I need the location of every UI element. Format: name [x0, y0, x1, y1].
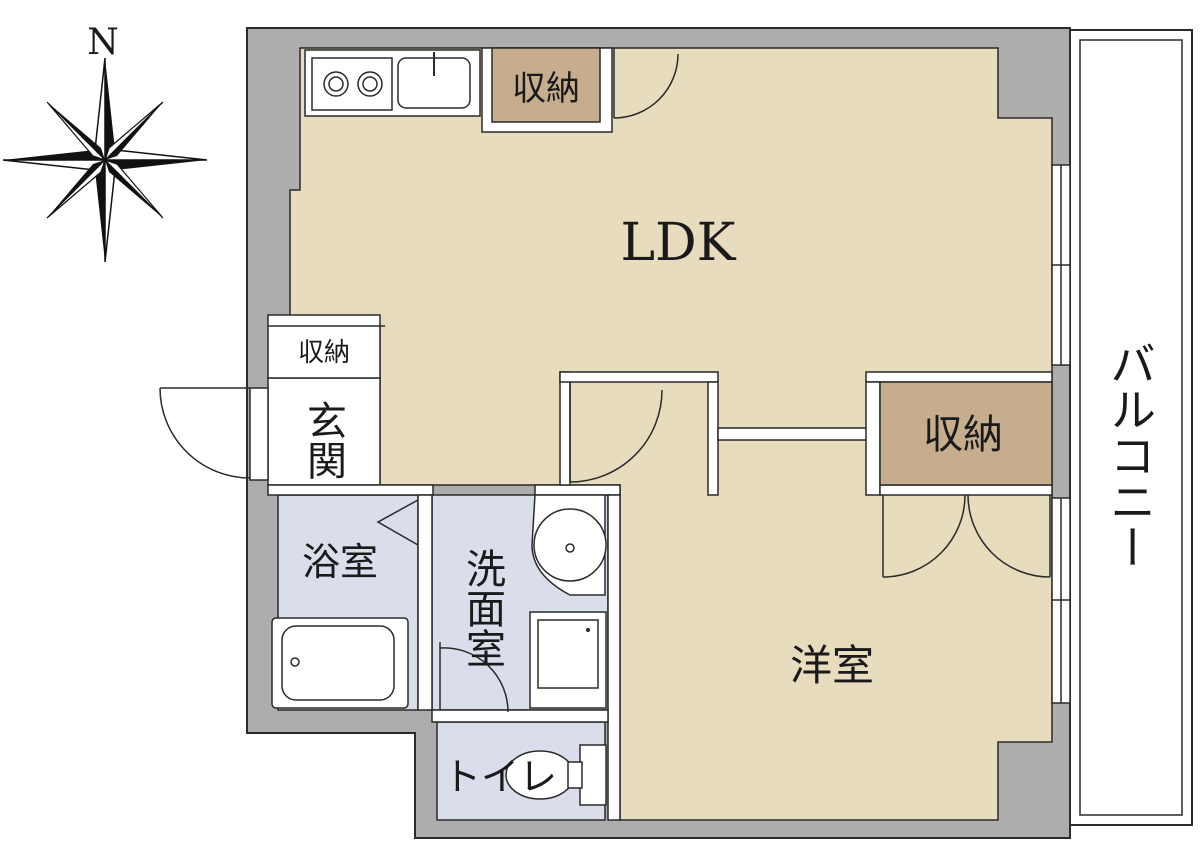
storage-double-door [882, 494, 1051, 578]
balcony-label: バルコニー [1103, 340, 1157, 570]
bedroom-storage-label: 収納 [923, 412, 1003, 458]
balcony [1069, 29, 1193, 826]
entrance-storage-label: 収納 [298, 338, 350, 368]
entrance-door [159, 387, 269, 481]
bedroom-storage [879, 381, 1053, 486]
balcony-windows [1051, 164, 1071, 704]
washroom-label: 洗面室 [459, 548, 505, 668]
bathroom-door [376, 499, 419, 546]
toilet-label: トイレ [443, 755, 557, 799]
washbasin [531, 494, 607, 596]
interior-walls [267, 371, 1053, 821]
washing-machine-pan [529, 611, 607, 709]
toilet [505, 744, 607, 806]
bathroom-label: 浴室 [302, 540, 378, 584]
washroom-door [439, 642, 509, 713]
kitchen-counter [304, 49, 481, 117]
bathtub [271, 617, 409, 709]
ldk-label: LDK [620, 213, 736, 273]
interior-door [569, 382, 663, 483]
north-arrow-icon [2, 57, 208, 263]
north-label: N [87, 22, 119, 63]
western-room-label: 洋室 [790, 641, 874, 690]
entrance-label: 玄関 [300, 400, 346, 480]
kitchen-storage-label: 収納 [512, 69, 580, 109]
